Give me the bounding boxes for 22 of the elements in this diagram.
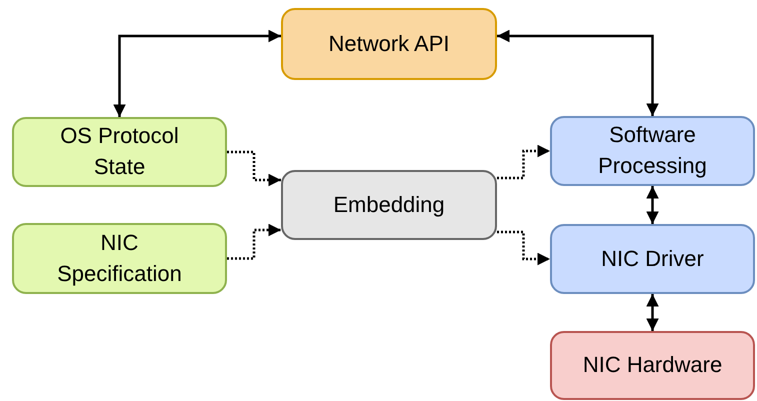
double-arrow bbox=[646, 186, 659, 224]
dotted-arrow bbox=[497, 230, 550, 266]
node-label: Embedding bbox=[332, 190, 446, 219]
node-label: Network API bbox=[327, 30, 451, 58]
node-label: Software Processing bbox=[597, 121, 708, 180]
node-label: NIC Driver bbox=[600, 244, 705, 273]
process-box bbox=[550, 224, 755, 294]
node-label: NIC Specification bbox=[56, 228, 183, 288]
hardware-box bbox=[550, 331, 755, 400]
node-label: NIC Hardware bbox=[582, 351, 724, 380]
process-box bbox=[281, 170, 497, 240]
input-box bbox=[12, 223, 227, 294]
dotted-arrow bbox=[227, 224, 281, 260]
double-arrow bbox=[113, 30, 281, 117]
double-arrow bbox=[497, 30, 659, 116]
node-label: OS Protocol State bbox=[59, 122, 180, 181]
process-box bbox=[281, 8, 497, 80]
process-box bbox=[550, 116, 755, 186]
input-box bbox=[12, 117, 227, 187]
dotted-arrow bbox=[497, 144, 550, 180]
dotted-arrow bbox=[227, 150, 281, 186]
double-arrow bbox=[646, 294, 659, 331]
